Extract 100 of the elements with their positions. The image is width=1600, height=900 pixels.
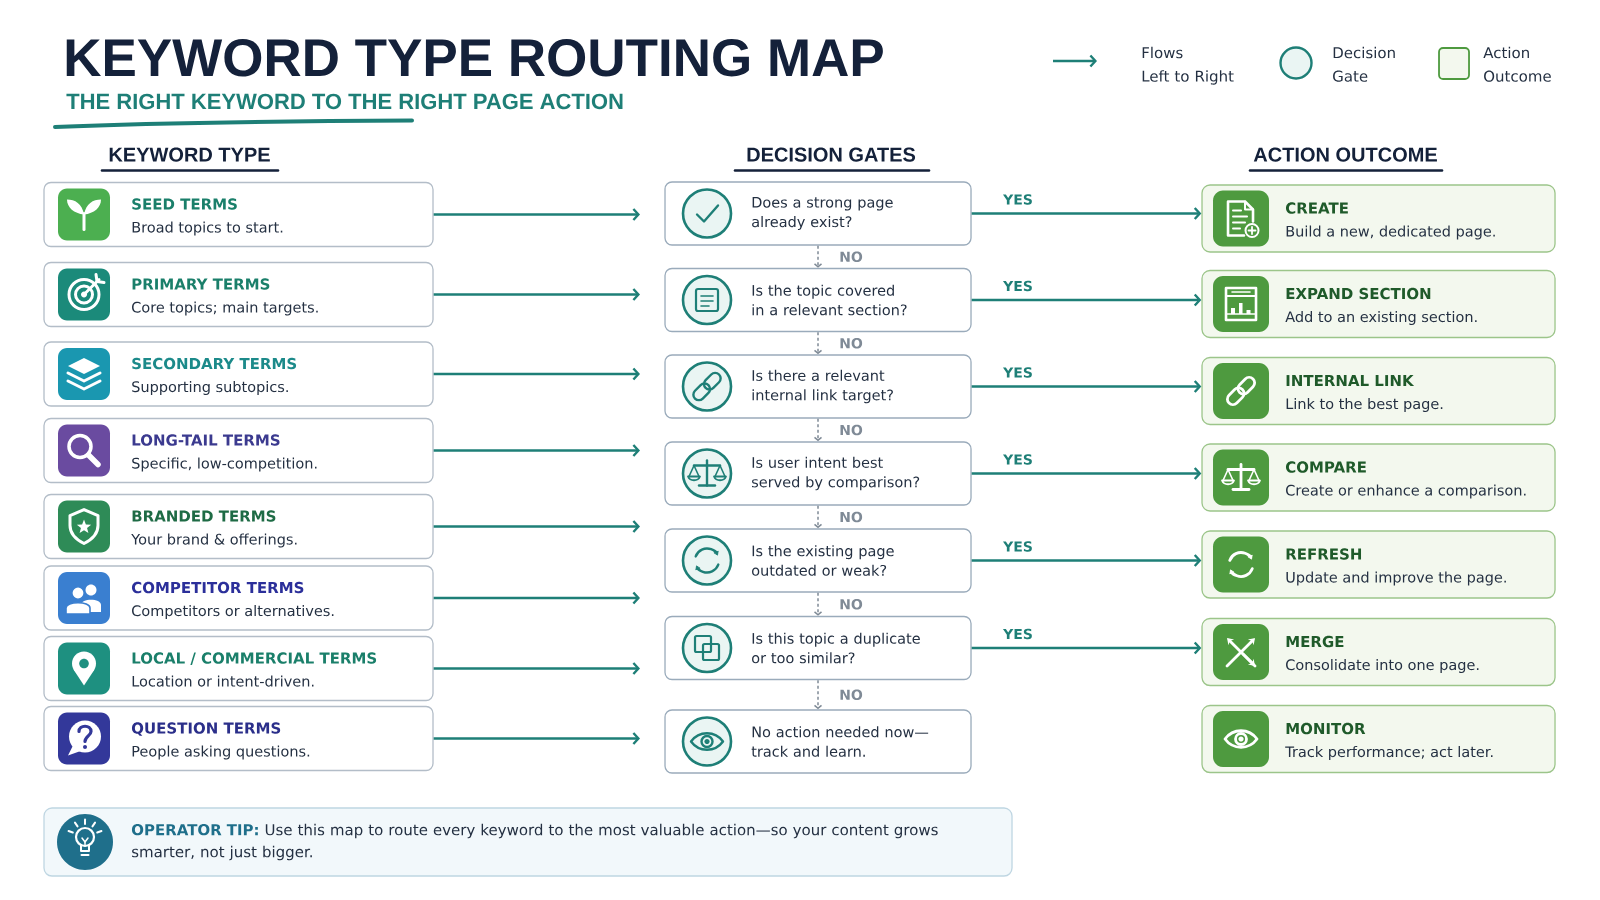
arrow — [433, 520, 640, 533]
action-box — [1201, 443, 1556, 512]
arrow — [433, 367, 640, 381]
term-heading: SECONDARY TERMS — [132, 357, 297, 370]
arrow — [971, 641, 1202, 655]
question-box — [664, 181, 972, 246]
arrow — [813, 679, 823, 710]
action-description: Add to an existing section. — [1285, 311, 1477, 325]
arrow — [813, 331, 823, 355]
action-heading: EXPAND SECTION — [1286, 287, 1431, 300]
term-description: Specific, low-competition. — [132, 457, 317, 472]
action-heading: MERGE — [1286, 635, 1344, 648]
legend-text: Action Outcome — [1483, 46, 1551, 82]
arrow — [813, 417, 823, 442]
action-heading: INTERNAL LINK — [1286, 375, 1415, 386]
term-heading: SEED TERMS — [132, 198, 237, 210]
keyword-box — [43, 565, 434, 631]
arrow — [971, 207, 1202, 220]
edge-label: YES — [1001, 365, 1035, 380]
action-box — [1201, 184, 1556, 253]
title: KEYWORD TYPE ROUTING MAP — [66, 39, 883, 77]
tip-box — [43, 807, 1013, 877]
edge-label: NO — [837, 336, 865, 351]
arrow — [813, 244, 823, 268]
question-box — [664, 615, 972, 681]
term-description: Competitors or alternatives. — [132, 605, 334, 619]
action-heading: MONITOR — [1286, 722, 1366, 735]
action-heading: REFRESH — [1286, 548, 1361, 560]
arrow — [433, 444, 640, 457]
action-box — [1201, 530, 1556, 599]
action-box — [1201, 704, 1556, 774]
arrow — [433, 288, 640, 301]
question-box — [664, 709, 972, 774]
term-description: Core topics; main targets. — [132, 301, 318, 316]
action-heading: COMPARE — [1285, 461, 1366, 473]
term-description: Location or intent-driven. — [132, 675, 314, 687]
arrow — [433, 732, 640, 745]
edge-label: NO — [837, 687, 865, 702]
question-text: Is the existing page outdated or weak? — [752, 545, 894, 576]
question-box — [664, 441, 972, 506]
term-heading: BRANDED TERMS — [132, 510, 276, 522]
term-heading: LOCAL / COMMERCIAL TERMS — [132, 652, 377, 665]
question-text: No action needed now— track and learn. — [751, 726, 929, 757]
keyword-box — [43, 705, 434, 772]
action-description: Track performance; act later. — [1285, 746, 1493, 760]
question-box — [664, 528, 972, 593]
arrow — [971, 554, 1202, 567]
legend-text: Flows Left to Right — [1142, 46, 1234, 85]
action-description: Update and improve the page. — [1286, 571, 1506, 586]
edge-label: YES — [1001, 192, 1035, 207]
legend-text: Decision Gate — [1333, 46, 1395, 82]
keyword-box — [43, 341, 434, 407]
keyword-box — [43, 261, 434, 328]
keyword-box — [43, 635, 434, 702]
arrow — [433, 662, 640, 675]
question-text: Does a strong page already exist? — [752, 196, 893, 231]
column-heading: DECISION GATES — [747, 147, 916, 162]
arrow — [971, 467, 1202, 480]
term-description: People asking questions. — [132, 745, 310, 760]
column-heading: KEYWORD TYPE — [109, 147, 270, 162]
action-box — [1201, 356, 1556, 426]
edge-label: NO — [837, 597, 865, 612]
edge-label: YES — [1001, 627, 1035, 641]
action-heading: CREATE — [1285, 202, 1348, 214]
tip-text: OPERATOR TIP: Use this map to route every keyword to the most valuable action—so your content grows smarter, not just bigger. — [131, 823, 938, 861]
edge-label: YES — [1001, 452, 1035, 467]
term-description: Your brand & offerings. — [131, 533, 297, 548]
keyword-box — [43, 181, 434, 248]
action-box — [1201, 617, 1556, 687]
term-description: Broad topics to start. — [132, 221, 283, 236]
action-description: Link to the best page. — [1286, 398, 1443, 412]
action-description: Build a new, dedicated page. — [1286, 225, 1495, 240]
edge-label: YES — [1001, 539, 1035, 554]
edge-label: NO — [837, 510, 865, 524]
action-description: Consolidate into one page. — [1286, 659, 1479, 673]
subtitle: THE RIGHT KEYWORD TO THE RIGHT PAGE ACTION — [66, 93, 623, 110]
arrow — [813, 591, 823, 616]
question-box — [664, 354, 972, 419]
arrow — [813, 504, 823, 529]
edge-label: NO — [837, 423, 865, 437]
term-heading: COMPETITOR TERMS — [131, 581, 304, 594]
term-description: Supporting subtopics. — [132, 381, 288, 395]
term-heading: LONG-TAIL TERMS — [132, 434, 280, 446]
question-text: Is user intent best served by comparison? — [752, 456, 920, 491]
column-heading: ACTION OUTCOME — [1253, 147, 1437, 162]
arrow — [433, 591, 640, 605]
action-description: Create or enhance a comparison. — [1286, 484, 1526, 499]
arrow — [433, 208, 640, 221]
term-heading: QUESTION TERMS — [131, 722, 281, 736]
term-heading: PRIMARY TERMS — [132, 278, 270, 290]
keyword-box — [43, 493, 434, 560]
action-box — [1201, 269, 1556, 339]
edge-label: NO — [837, 249, 865, 264]
question-box — [664, 267, 972, 333]
question-text: Is this topic a duplicate or too similar? — [752, 632, 920, 664]
arrow — [971, 293, 1202, 307]
question-text: Is there a relevant internal link target? — [752, 369, 893, 404]
edge-label: YES — [1001, 279, 1035, 293]
question-text: Is the topic covered in a relevant section? — [752, 284, 907, 316]
arrow — [971, 380, 1202, 393]
